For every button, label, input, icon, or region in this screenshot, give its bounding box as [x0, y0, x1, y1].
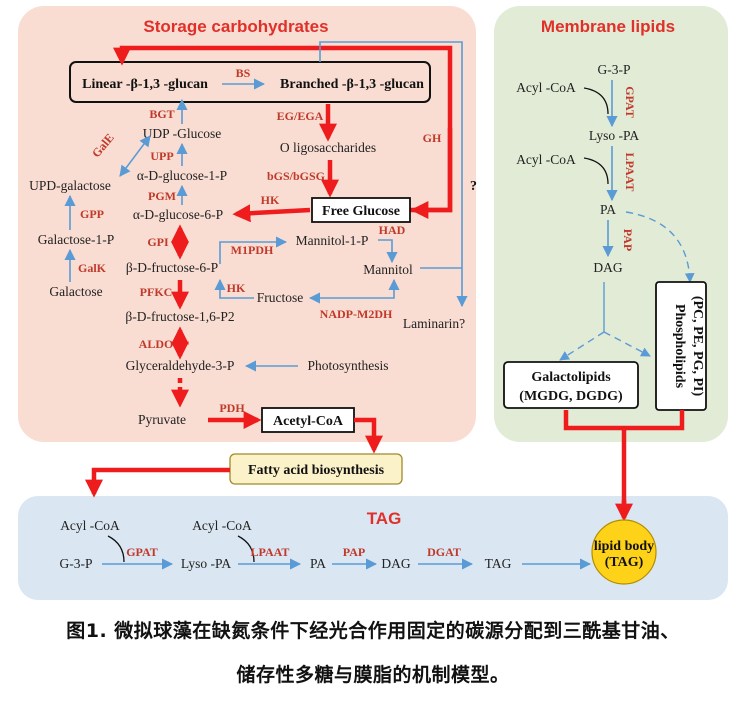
- membrane-title: Membrane lipids: [541, 17, 675, 36]
- lipid-body-circle: [591, 519, 657, 585]
- nadp-m2dh-arrow: [308, 278, 400, 304]
- enzyme-dgat: DGAT: [427, 545, 461, 559]
- storage-panel: [18, 6, 476, 442]
- enzyme-pdh: PDH: [219, 401, 245, 415]
- caption-line-1: 图1. 微拟球藻在缺氮条件下经光合作用固定的碳源分配到三酰基甘油、: [66, 620, 680, 642]
- tag-acyl-curve-2: [237, 535, 255, 563]
- fructose: Fructose: [257, 290, 304, 305]
- free-glucose: Free Glucose: [322, 204, 400, 219]
- glucan-box: [69, 61, 431, 103]
- lipid-acyl-coa-1: Acyl -CoA: [516, 80, 576, 95]
- enzyme-pfkc: PFKC: [140, 285, 173, 299]
- enzyme-galk: GalK: [78, 261, 107, 275]
- b-d-fructose-16p2: β-D-fructose-1,6-P2: [125, 309, 234, 324]
- laminarin-arrow: [319, 41, 468, 308]
- enzyme-gpi: GPI: [147, 235, 169, 249]
- tag-tag: TAG: [485, 556, 512, 571]
- acetyl-to-fatty-arrow: [354, 417, 383, 454]
- free-glucose-box: [311, 197, 411, 223]
- acetyl-coa: Acetyl-CoA: [273, 414, 344, 429]
- dag-phospho-arrow: [603, 331, 651, 357]
- b-d-fructose-6p: β-D-fructose-6-P: [126, 260, 218, 275]
- enzyme-m1pdh: M1PDH: [231, 243, 274, 257]
- oligosaccharides: O ligosaccharides: [280, 140, 376, 155]
- pa-phospholipid-arrow: [625, 211, 695, 283]
- phospholipids-types: (PC, PE, PG, PI): [690, 296, 705, 397]
- enzyme-hk-1: HK: [261, 193, 280, 207]
- dag-galacto-arrow: [559, 331, 605, 361]
- enzyme-lpaat-2: LPAAT: [251, 545, 290, 559]
- m1pdh-arrow: [219, 236, 288, 264]
- enzyme-pap-1: PAP: [621, 229, 635, 251]
- linear-glucan: Linear -β-1,3 -glucan: [82, 77, 208, 92]
- caption-line-2: 储存性多糖与膜脂的机制模型。: [236, 664, 510, 686]
- question-mark: ?: [470, 179, 477, 194]
- hk-blue-arrow: [214, 278, 254, 299]
- mannitol-1p: Mannitol-1-P: [296, 233, 369, 248]
- enzyme-bgt: BGT: [149, 107, 174, 121]
- tag-acyl-coa-1: Acyl -CoA: [60, 518, 120, 533]
- enzyme-pap-2: PAP: [343, 545, 365, 559]
- storage-title: Storage carbohydrates: [143, 17, 328, 36]
- udp-glucose: UDP -Glucose: [143, 126, 222, 141]
- lipid-pa: PA: [600, 202, 616, 217]
- gale-arrow: [119, 135, 151, 177]
- lipid-acyl-coa-2: Acyl -CoA: [516, 152, 576, 167]
- tag-dag: DAG: [381, 556, 410, 571]
- enzyme-gh: GH: [423, 131, 442, 145]
- fatty-acid-biosynthesis: Fatty acid biosynthesis: [248, 463, 385, 478]
- enzyme-lpaat-1: LPAAT: [623, 153, 637, 192]
- tag-g3p: G-3-P: [60, 556, 93, 571]
- tag-lyso-pa: Lyso -PA: [181, 556, 231, 571]
- enzyme-aldo: ALDO: [139, 337, 174, 351]
- lipid-body-label: lipid body: [594, 539, 654, 554]
- acyl-coa-curve-2: [583, 157, 609, 185]
- enzyme-had: HAD: [379, 223, 406, 237]
- tag-title: TAG: [367, 509, 402, 528]
- gh-glucose-arrow: [410, 128, 453, 219]
- enzyme-gpp: GPP: [80, 207, 104, 221]
- lipid-lyso-pa: Lyso -PA: [589, 128, 639, 143]
- galactolipids-types: (MGDG, DGDG): [519, 389, 623, 404]
- hk-red-arrow: [232, 204, 311, 223]
- enzyme-gpat-2: GPAT: [126, 545, 158, 559]
- a-d-glucose-6p: α-D-glucose-6-P: [133, 207, 223, 222]
- fatty-to-tag-arrow: [85, 467, 230, 498]
- enzyme-upp: UPP: [150, 149, 173, 163]
- photosynthesis: Photosynthesis: [307, 358, 388, 373]
- enzyme-nadp-m2dh: NADP-M2DH: [320, 307, 393, 321]
- enzyme-pgm: PGM: [148, 189, 176, 203]
- lipid-g3p: G-3-P: [598, 62, 631, 77]
- tag-acyl-curve-1: [107, 535, 125, 563]
- enzyme-eg-ega: EG/EGA: [277, 109, 324, 123]
- galactolipids-label: Galactolipids: [531, 370, 611, 385]
- galactose: Galactose: [49, 284, 102, 299]
- lipid-body-tag: (TAG): [605, 555, 644, 570]
- enzyme-bgs-bgsg: bGS/bGSG: [267, 169, 325, 183]
- galactolipids-box: [503, 361, 639, 409]
- tag-acyl-coa-2: Acyl -CoA: [192, 518, 252, 533]
- udp-galactose: UPD-galactose: [29, 178, 111, 193]
- mannitol: Mannitol: [363, 262, 413, 277]
- branched-glucan: Branched -β-1,3 -glucan: [280, 77, 424, 92]
- galactose-1p: Galactose-1-P: [38, 232, 114, 247]
- pyruvate: Pyruvate: [138, 412, 186, 427]
- enzyme-gpat-1: GPAT: [623, 86, 637, 118]
- acyl-coa-curve-1: [583, 87, 609, 115]
- enzyme-hk-2: HK: [227, 281, 246, 295]
- enzyme-bs: BS: [236, 66, 251, 80]
- a-d-glucose-1p: α-D-glucose-1-P: [137, 168, 227, 183]
- tag-pa: PA: [310, 556, 326, 571]
- laminarin: Laminarin?: [403, 316, 465, 331]
- phospholipids-label: Phospholipids: [672, 304, 687, 389]
- lipid-dag: DAG: [593, 260, 622, 275]
- had-arrow: [378, 239, 398, 264]
- glyceraldehyde-3p: Glyceraldehyde-3-P: [126, 358, 235, 373]
- tag-panel: [18, 496, 728, 600]
